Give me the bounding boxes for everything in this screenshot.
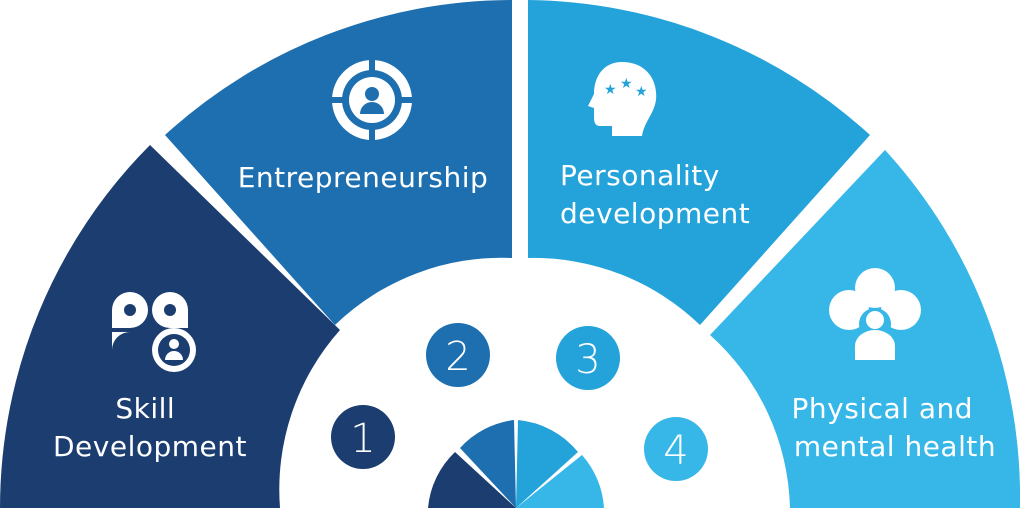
mini-slice-1 [428,452,516,508]
segment-1-label-line-2: Development [53,430,247,463]
number-badge-3: 3 [556,326,620,390]
skill-network-icon [112,292,196,372]
svg-text:★: ★ [604,82,617,98]
svg-text:★: ★ [620,76,633,92]
mini-slice-2 [460,420,516,508]
segment-2-label-line-1: Entrepreneurship [238,161,489,194]
segment-4-label: Physical and mental health [792,392,997,463]
center-mini-pie [428,420,604,508]
segment-3-label: Personality development [560,159,750,230]
segment-2-label: Entrepreneurship [238,161,489,194]
person-cloud-icon [829,268,921,360]
head-stars-icon: ★ ★ ★ [588,62,657,136]
mini-slice-4 [516,455,604,508]
segment-1-label: Skill Development [53,392,247,463]
number-badge-2: 2 [426,323,490,387]
number-2-text: 2 [445,334,470,380]
number-badge-1: 1 [331,405,395,469]
number-3-text: 3 [575,337,600,383]
segment-2-entrepreneurship [165,0,512,325]
number-badge-4: 4 [644,417,708,481]
segment-4-label-line-1: Physical and [792,392,973,425]
mini-slice-3 [516,420,578,508]
number-4-text: 4 [663,428,688,474]
segment-1-label-line-1: Skill [115,392,175,425]
svg-text:★: ★ [635,84,648,100]
segment-4-label-line-2: mental health [794,430,996,463]
segment-3-label-line-1: Personality [560,159,720,192]
segment-3-label-line-2: development [560,197,750,230]
number-1-text: 1 [350,416,375,462]
target-person-icon [330,58,414,142]
